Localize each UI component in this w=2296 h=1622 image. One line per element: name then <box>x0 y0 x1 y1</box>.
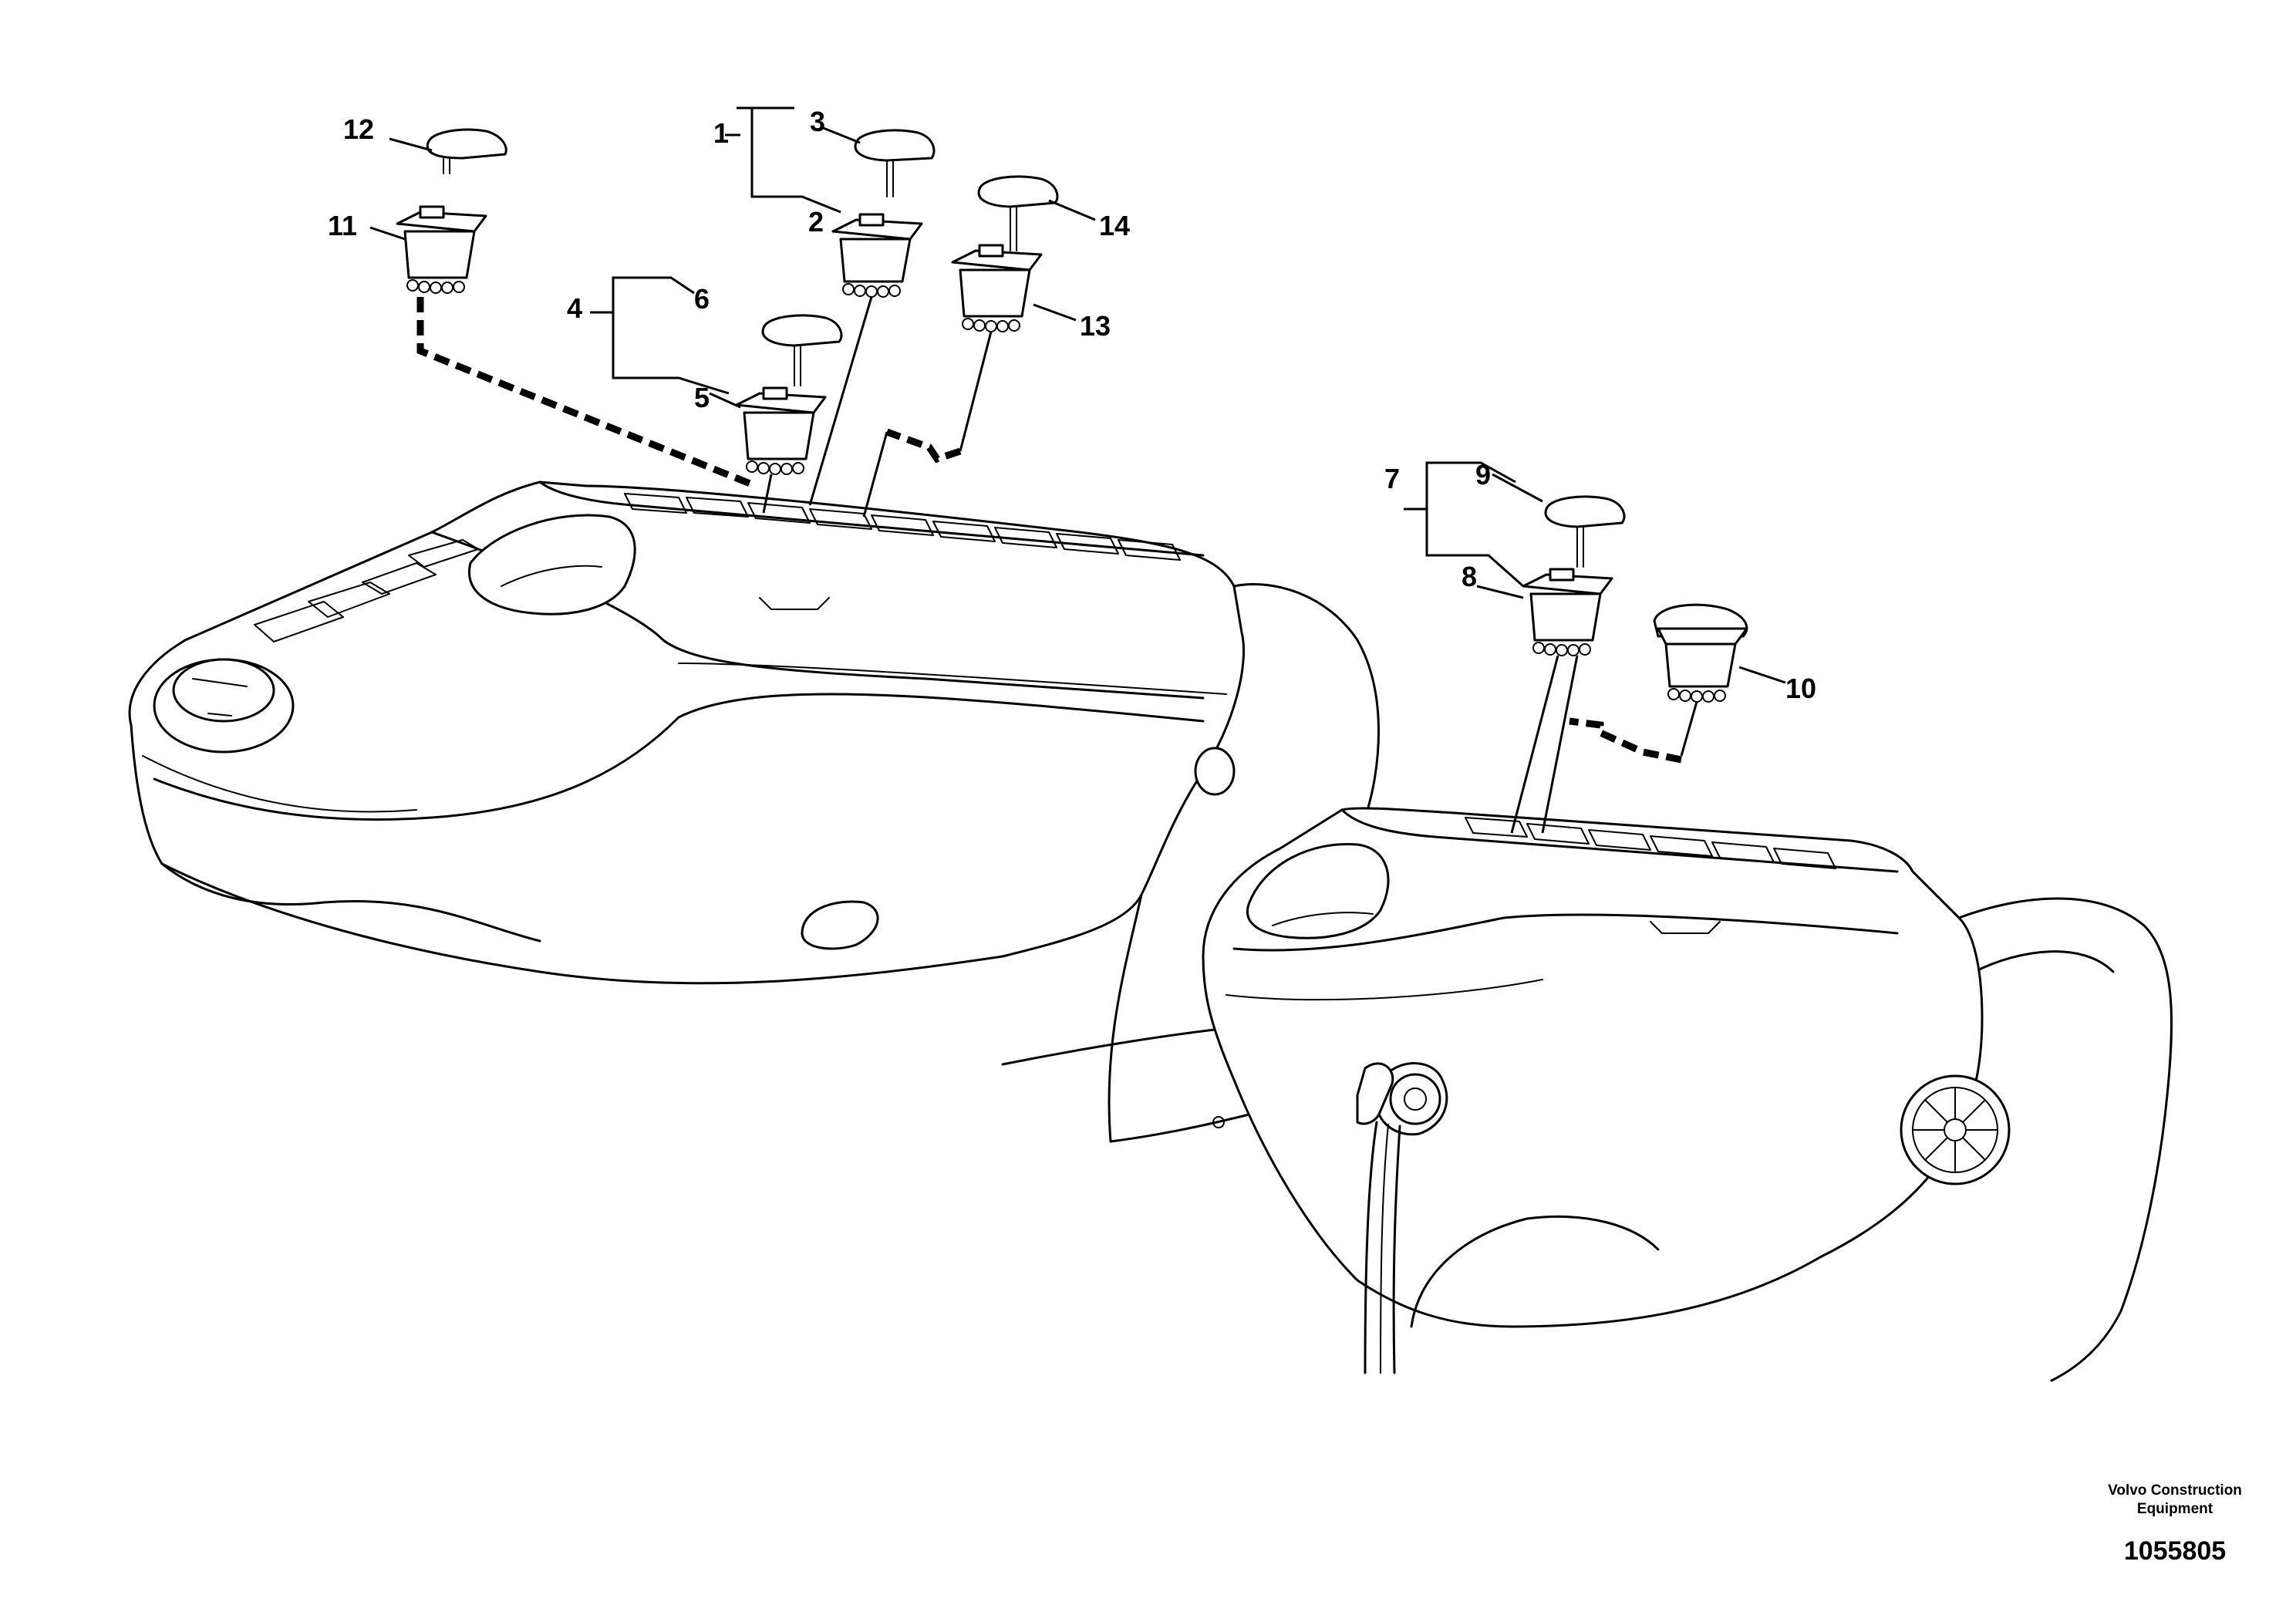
callout-labels: 1 2 3 4 5 6 7 8 9 10 11 12 13 14 <box>328 106 1816 704</box>
callout-5: 5 <box>694 382 710 413</box>
switch-5 <box>735 386 827 475</box>
placement-line-11 <box>416 297 757 490</box>
callout-2: 2 <box>808 206 824 238</box>
switch-10 <box>1653 603 1748 703</box>
document-number: 1055805 <box>2124 1536 2226 1566</box>
placement-lines <box>416 296 1698 834</box>
knob-14 <box>977 175 1059 251</box>
leader-lines <box>369 106 1786 684</box>
knob-3 <box>854 129 936 197</box>
placement-line-2 <box>808 296 873 506</box>
callout-6: 6 <box>694 283 710 315</box>
callout-11: 11 <box>328 210 357 241</box>
placement-line-8 <box>1510 655 1559 834</box>
credit-block: Volvo Construction Equipment 1055805 <box>2108 1482 2242 1566</box>
switch-11 <box>396 205 487 294</box>
callout-7: 7 <box>1384 463 1400 494</box>
callout-12: 12 <box>343 113 374 145</box>
placement-line-10 <box>1680 701 1698 757</box>
knob-12 <box>426 128 507 174</box>
switch-13 <box>951 244 1043 332</box>
switch-11-pins <box>406 279 465 294</box>
callout-8: 8 <box>1462 561 1477 592</box>
credit-line-2: Equipment <box>2137 1501 2213 1517</box>
placement-line-13 <box>959 331 993 452</box>
placement-line-10-dash <box>1569 717 1682 764</box>
callout-3: 3 <box>810 106 825 137</box>
callout-13: 13 <box>1080 310 1111 342</box>
knob-9 <box>1544 495 1626 568</box>
credit-line-1: Volvo Construction <box>2108 1482 2242 1499</box>
switch-2 <box>831 213 923 298</box>
callout-14: 14 <box>1099 210 1130 241</box>
knob-6 <box>761 314 843 386</box>
placement-line-13-dash <box>885 428 962 464</box>
callout-10: 10 <box>1785 673 1816 704</box>
switch-8 <box>1522 568 1613 656</box>
callout-9: 9 <box>1475 459 1491 491</box>
callout-4: 4 <box>567 292 582 324</box>
left-console <box>128 481 1380 1143</box>
placement-line-5 <box>762 474 773 514</box>
right-console <box>1202 807 2173 1382</box>
callout-1: 1 <box>713 117 729 149</box>
